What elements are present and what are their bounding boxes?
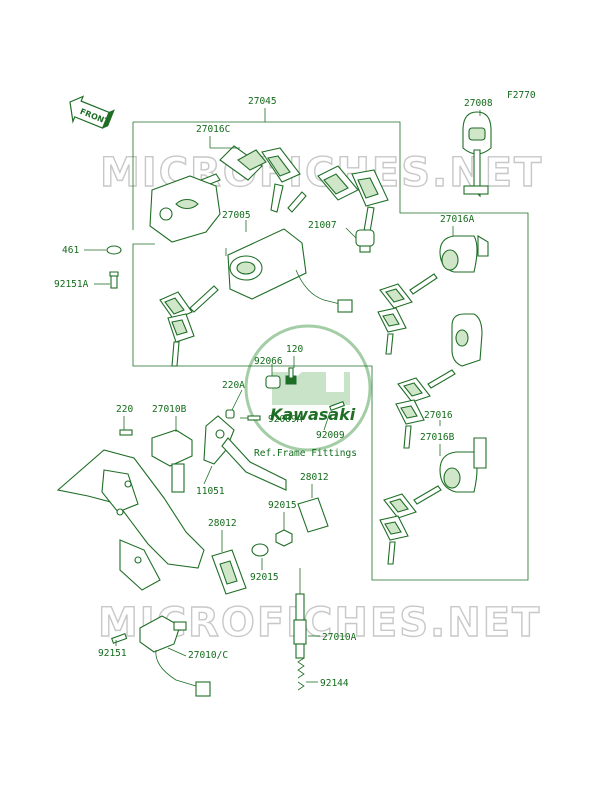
plate-28012a — [297, 497, 329, 533]
label-461: 461 — [62, 245, 79, 256]
label-27008: 27008 — [464, 98, 493, 109]
screw-92009a — [247, 415, 261, 421]
front-arrow-icon: FRONT — [69, 95, 115, 129]
label-27016a: 27016A — [440, 214, 475, 225]
label-27005: 27005 — [222, 210, 251, 221]
nut-92015a — [275, 529, 293, 547]
label-28012-a: 28012 — [300, 472, 329, 483]
key-set-27016a — [377, 273, 438, 355]
grommet-92066 — [265, 375, 281, 389]
plate-28012b — [211, 549, 247, 595]
screw-120 — [285, 367, 297, 385]
key-27008 — [462, 111, 492, 198]
key-set-27016 — [395, 369, 456, 449]
bolt-92151a — [109, 271, 119, 289]
label-28012-b: 28012 — [208, 518, 237, 529]
key-set-27016c — [185, 145, 301, 213]
key-set-27016b — [379, 485, 442, 565]
label-120: 120 — [286, 344, 303, 355]
label-27016c: 27016C — [196, 124, 230, 135]
ignition-housing-27016c — [149, 175, 221, 243]
label-220a: 220A — [222, 380, 245, 391]
lock-27016b — [439, 437, 487, 493]
label-27045: 27045 — [248, 96, 277, 107]
kawasaki-logo-text: Kawasaki — [270, 405, 356, 424]
leader-lines — [84, 108, 481, 683]
key-set-27005 — [159, 285, 219, 367]
label-220: 220 — [116, 404, 133, 415]
bracket-11051 — [203, 415, 287, 491]
clip-461 — [106, 245, 122, 255]
label-27010b: 27010B — [152, 404, 187, 415]
screw-220a — [225, 409, 235, 419]
bolt-92151 — [111, 633, 128, 644]
diagram-code: F2770 — [507, 90, 536, 101]
kit-27045-boundary — [132, 121, 529, 581]
label-27010a: 27010A — [322, 632, 357, 643]
label-21007: 21007 — [308, 220, 337, 231]
screw-220 — [119, 429, 133, 436]
kawasaki-logo: Kawasaki — [244, 324, 372, 452]
label-92151a: 92151A — [54, 279, 89, 290]
label-92009a: 92009A — [268, 414, 303, 425]
label-92066: 92066 — [254, 356, 283, 367]
cap-21007 — [355, 229, 375, 253]
label-92144: 92144 — [320, 678, 349, 689]
ref-frame-fittings-note: Ref.Frame Fittings — [254, 448, 357, 459]
label-27010c: 27010/C — [188, 650, 228, 661]
label-92151: 92151 — [98, 648, 127, 659]
screw-92009 — [329, 401, 345, 411]
seat-lock-27016 — [451, 313, 483, 367]
nut-92015b — [251, 543, 269, 557]
switch-27010b — [151, 429, 193, 493]
switch-27010a — [293, 593, 307, 659]
label-92015-b: 92015 — [250, 572, 279, 583]
part-labels: 27045 27008 27016C 27005 21007 27016A 46… — [54, 96, 493, 689]
ignition-switch-27005 — [227, 228, 353, 313]
key-cylinder-27016a — [439, 235, 489, 273]
label-11051: 11051 — [196, 486, 225, 497]
spring-92144 — [297, 657, 305, 691]
label-92009: 92009 — [316, 430, 345, 441]
label-27016: 27016 — [424, 410, 453, 421]
label-27016b: 27016B — [420, 432, 455, 443]
frame-section — [56, 449, 205, 591]
key-set-21007 — [287, 165, 389, 233]
switch-27010c — [139, 615, 211, 697]
label-92015-a: 92015 — [268, 500, 297, 511]
